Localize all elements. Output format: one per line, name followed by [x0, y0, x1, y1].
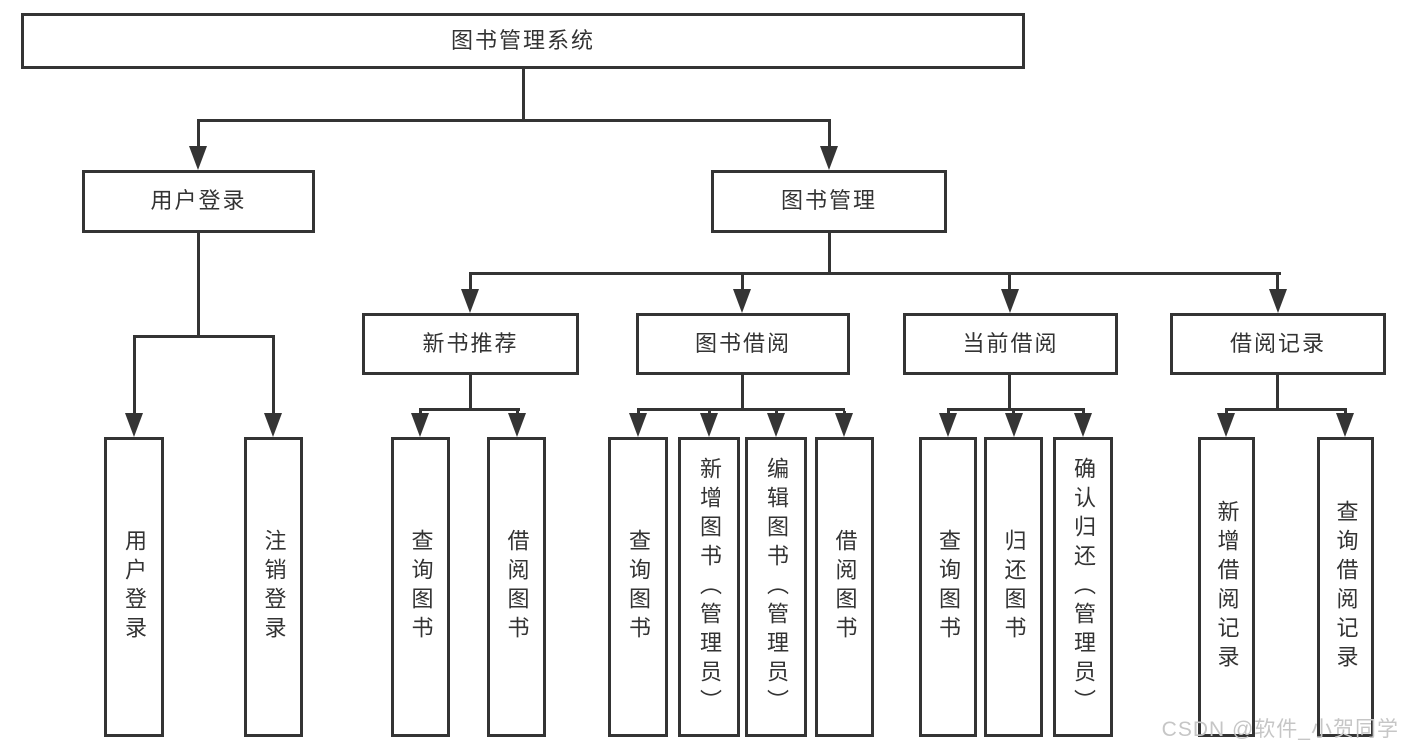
arrowhead-icon — [1269, 289, 1287, 313]
arrowhead-icon — [264, 413, 282, 437]
connector-line — [828, 232, 831, 274]
node-borrow-record: 借阅记录 — [1170, 313, 1386, 375]
csdn-watermark: CSDN @软件_小贺同学 — [1161, 718, 1399, 741]
leaf-borrow-book-2: 借阅图书 — [815, 437, 874, 737]
connector-line — [1008, 374, 1011, 410]
arrowhead-icon — [411, 413, 429, 437]
arrowhead-icon — [939, 413, 957, 437]
node-book-management: 图书管理 — [711, 170, 947, 233]
leaf-query-book-2: 查询图书 — [608, 437, 668, 737]
leaf-query-book-1: 查询图书 — [391, 437, 450, 737]
arrowhead-icon — [733, 289, 751, 313]
connector-line — [469, 275, 472, 291]
node-new-book-recommend: 新书推荐 — [362, 313, 579, 375]
connector-line — [469, 374, 472, 410]
connector-line — [272, 338, 275, 415]
connector-line — [1008, 275, 1011, 291]
connector-line — [419, 408, 520, 411]
connector-line — [197, 119, 831, 122]
arrowhead-icon — [835, 413, 853, 437]
arrowhead-icon — [820, 146, 838, 170]
leaf-logout: 注销登录 — [244, 437, 303, 737]
connector-line — [828, 121, 831, 148]
connector-line — [741, 374, 744, 410]
leaf-confirm-return-admin: 确认归还（管理员） — [1053, 437, 1113, 737]
connector-line — [522, 68, 525, 121]
arrowhead-icon — [1001, 289, 1019, 313]
connector-line — [947, 408, 1085, 411]
connector-line — [197, 121, 200, 148]
node-user-login: 用户登录 — [82, 170, 315, 233]
arrowhead-icon — [189, 146, 207, 170]
node-current-borrow: 当前借阅 — [903, 313, 1118, 375]
arrowhead-icon — [767, 413, 785, 437]
leaf-edit-book-admin: 编辑图书（管理员） — [745, 437, 807, 737]
connector-line — [1225, 408, 1347, 411]
connector-line — [197, 232, 200, 338]
arrowhead-icon — [1074, 413, 1092, 437]
connector-line — [637, 408, 845, 411]
connector-line — [469, 272, 1281, 275]
leaf-add-borrow-record: 新增借阅记录 — [1198, 437, 1255, 737]
node-book-borrow: 图书借阅 — [636, 313, 850, 375]
leaf-query-borrow-record: 查询借阅记录 — [1317, 437, 1374, 737]
arrowhead-icon — [700, 413, 718, 437]
leaf-borrow-book-1: 借阅图书 — [487, 437, 546, 737]
arrowhead-icon — [1005, 413, 1023, 437]
leaf-user-login: 用户登录 — [104, 437, 164, 737]
leaf-return-book: 归还图书 — [984, 437, 1043, 737]
connector-line — [133, 335, 275, 338]
connector-line — [741, 275, 744, 291]
leaf-add-book-admin: 新增图书（管理员） — [678, 437, 740, 737]
leaf-query-book-3: 查询图书 — [919, 437, 977, 737]
arrowhead-icon — [1336, 413, 1354, 437]
connector-line — [133, 338, 136, 415]
arrowhead-icon — [508, 413, 526, 437]
arrowhead-icon — [461, 289, 479, 313]
connector-line — [1276, 374, 1279, 410]
connector-line — [1276, 275, 1279, 291]
arrowhead-icon — [1217, 413, 1235, 437]
arrowhead-icon — [125, 413, 143, 437]
arrowhead-icon — [629, 413, 647, 437]
node-root: 图书管理系统 — [21, 13, 1025, 69]
